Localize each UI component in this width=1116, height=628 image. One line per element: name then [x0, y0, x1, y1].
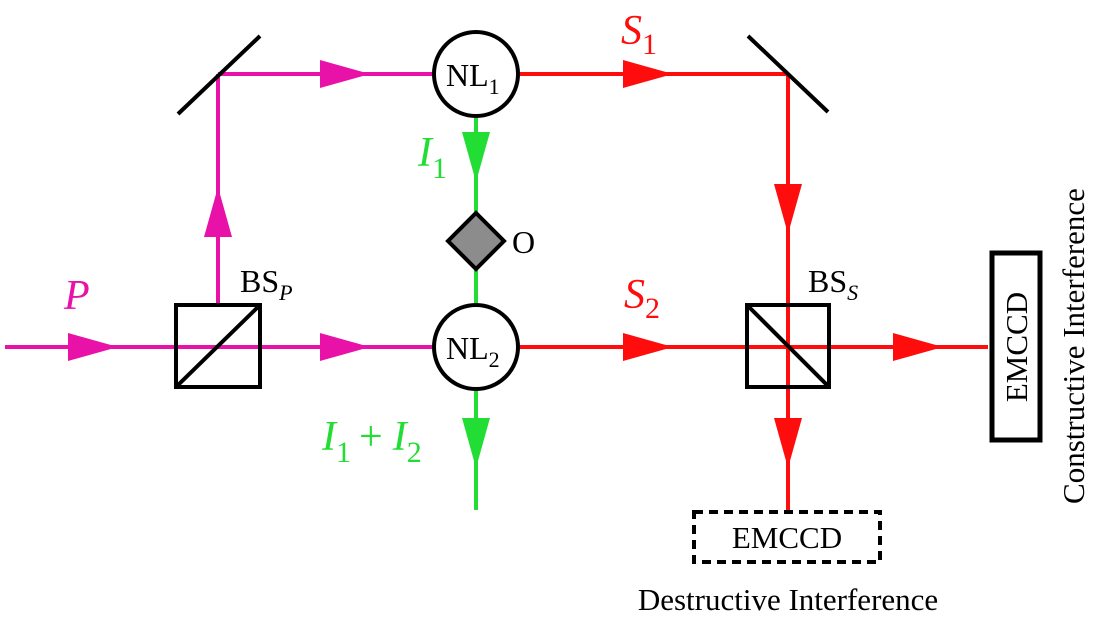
pump-arrow-input — [68, 333, 118, 361]
nl2-label: NL2 — [446, 330, 500, 372]
emccd-bottom-detector-icon — [692, 510, 882, 564]
signal-beam — [518, 60, 988, 512]
constructive-interference-caption: Constructive Interference — [1056, 188, 1091, 504]
signal-arrow-s1 — [623, 60, 673, 88]
signal-s2-label: S2 — [624, 272, 660, 325]
idler-arrow-upper — [462, 132, 490, 182]
beam-splitter-p-icon — [174, 303, 262, 389]
signal-arrow-down-upper — [774, 184, 802, 234]
bs-s-label: BSS — [808, 263, 858, 305]
pump-arrow-lower — [320, 333, 370, 361]
object-label: O — [512, 224, 535, 260]
mirror-top-right-icon — [746, 34, 830, 114]
bs-p-label: BSP — [240, 263, 293, 305]
idler-arrow-lower — [462, 418, 490, 468]
pump-label: P — [63, 273, 90, 319]
emccd-right-label: EMCCD — [999, 292, 1034, 402]
nonlinear-crystal-2-icon — [432, 303, 520, 391]
mirror-top-left-icon — [176, 34, 262, 116]
nonlinear-crystal-1-icon — [432, 30, 520, 118]
signal-arrow-s2 — [623, 333, 673, 361]
emccd-bottom-label: EMCCD — [732, 520, 842, 555]
destructive-interference-caption: Destructive Interference — [638, 582, 938, 617]
nl1-label: NL1 — [446, 57, 500, 99]
beam-splitter-s-icon — [745, 303, 831, 389]
emccd-right-detector-icon — [989, 250, 1043, 443]
signal-s1-label: S1 — [621, 8, 657, 61]
object-diamond-icon — [445, 210, 507, 272]
pump-arrow-up — [204, 187, 232, 237]
pump-arrow-top — [320, 60, 370, 88]
idler-i1-label: I1 — [417, 130, 447, 185]
signal-arrow-to-emccd — [893, 333, 943, 361]
idler-sum-label: I1+I2 — [321, 414, 422, 469]
signal-arrow-down-lower — [774, 418, 802, 468]
pump-beam — [5, 60, 435, 361]
